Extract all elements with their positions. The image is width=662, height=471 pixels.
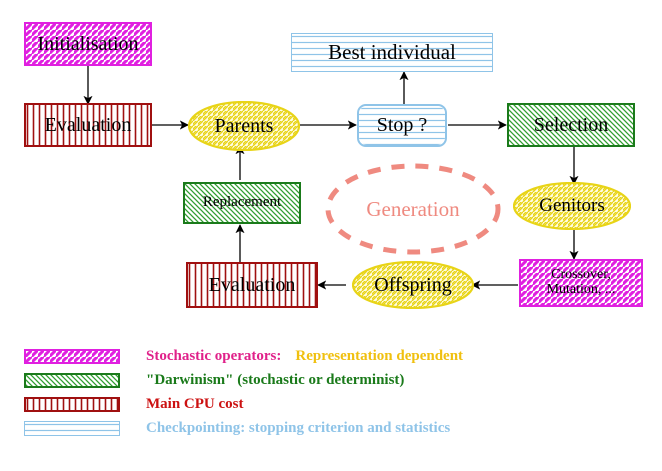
node-evaluation-bottom-label: Evaluation [208,273,296,296]
node-replacement[interactable]: Replacement [183,182,301,224]
legend-text-primary: "Darwinism" (stochastic or determinist) [146,371,405,388]
legend-swatch-red-vertical [26,398,118,410]
legend-row: Checkpointing: stopping criterion and st… [24,416,644,440]
node-evaluation-bottom[interactable]: Evaluation [186,262,318,308]
node-crossover-mutation[interactable]: Crossover, Mutation, ... [519,259,643,307]
legend-row: "Darwinism" (stochastic or determinist) [24,368,644,392]
node-offspring-label: Offspring [374,273,452,296]
node-replacement-label: Replacement [202,194,282,211]
legend-text-secondary: Representation dependent [295,347,464,364]
legend-label-darwinism: "Darwinism" (stochastic or determinist) [146,372,404,389]
node-evaluation-top[interactable]: Evaluation [24,103,152,147]
legend-swatch-checkpointing [24,420,120,436]
node-selection[interactable]: Selection [507,103,635,147]
legend-text-primary: Stochastic operators: [146,347,282,364]
node-parents[interactable]: Parents [188,101,300,151]
legend-swatch-blue-horizontal [25,421,119,435]
node-best-individual-label: Best individual [328,40,456,65]
node-stop[interactable]: Stop ? [357,104,447,147]
legend-swatch-green-hatch [26,374,118,386]
node-genitors[interactable]: Genitors [513,182,631,230]
node-stop-label: Stop ? [376,114,428,136]
legend-label-main-cpu-cost: Main CPU cost [146,396,244,413]
legend: Stochastic operators: Representation depe… [24,344,644,440]
legend-swatch-stochastic-operators [24,348,120,364]
node-selection-label: Selection [533,113,609,136]
legend-row: Stochastic operators: Representation depe… [24,344,644,368]
node-parents-label: Parents [214,114,274,137]
legend-label-stochastic-operators: Stochastic operators: Representation depe… [146,348,463,365]
node-crossover-mutation-label-line2: Mutation, ... [546,282,616,297]
node-generation-label: Generation [366,196,460,221]
node-generation: Generation [325,163,501,255]
legend-row: Main CPU cost [24,392,644,416]
legend-text-primary: Checkpointing: stopping criterion and st… [146,419,451,436]
node-initialisation-label: Initialisation [37,32,139,55]
legend-swatch-main-cpu-cost [24,396,120,412]
node-genitors-label: Genitors [539,195,605,217]
node-evaluation-top-label: Evaluation [44,113,132,136]
legend-swatch-darwinism [24,372,120,388]
node-best-individual[interactable]: Best individual [291,33,493,72]
legend-label-checkpointing: Checkpointing: stopping criterion and st… [146,420,450,437]
legend-text-primary: Main CPU cost [146,395,244,412]
node-initialisation[interactable]: Initialisation [24,22,152,66]
node-crossover-mutation-label-line1: Crossover, [551,267,611,283]
node-offspring[interactable]: Offspring [352,261,474,309]
legend-swatch-magenta-hatch [26,350,118,362]
